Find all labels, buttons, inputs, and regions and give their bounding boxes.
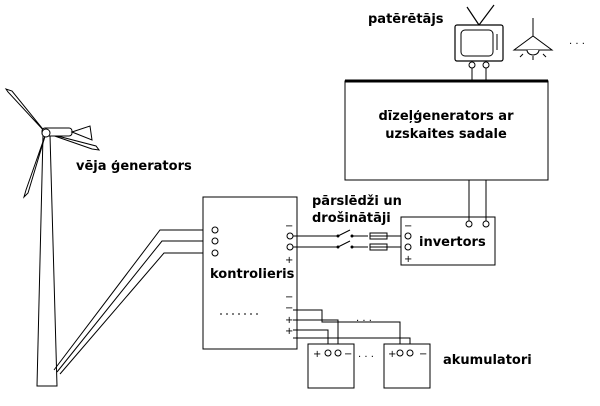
- inverter-plus-sign: +: [404, 254, 412, 265]
- controller-plus-sign-3: +: [285, 326, 293, 337]
- switches-fuses-label-line2: drošinātāji: [312, 211, 391, 226]
- controller-minus-sign-2: −: [285, 292, 293, 303]
- inverter-label: invertors: [419, 235, 486, 250]
- more-consumers-ellipsis: · · ·: [569, 39, 585, 50]
- controller-label: kontrolieris: [210, 267, 295, 282]
- controller-plus-sign-1: +: [285, 255, 293, 266]
- fuse-icon: [369, 232, 405, 251]
- inverter-box: [400, 216, 496, 266]
- controller-plus-sign-2: +: [285, 315, 293, 326]
- diesel-generator-label-line2: uzskaites sadale: [385, 127, 507, 142]
- more-batteries-ellipsis: · · ·: [358, 352, 374, 363]
- wind-turbine-icon: [4, 88, 101, 387]
- turbine-cables: [53, 229, 212, 375]
- controller-box: [202, 196, 298, 350]
- controller-minus-sign-3: −: [285, 303, 293, 314]
- lamp-icon: [512, 18, 554, 60]
- consumer-label: patērētājs: [368, 12, 444, 27]
- wind-generator-label: vēja ģenerators: [76, 159, 192, 174]
- battery1-minus-sign: −: [344, 349, 352, 360]
- tv-icon: [454, 4, 504, 62]
- battery2-plus-sign: +: [388, 349, 396, 360]
- battery2-minus-sign: −: [419, 349, 427, 360]
- battery-icon: [293, 309, 431, 389]
- battery1-plus-sign: +: [313, 349, 321, 360]
- controller-minus-sign-1: −: [285, 221, 293, 232]
- diesel-generator-label-line1: dīzeļģenerators ar: [379, 109, 515, 124]
- switch-icon: [293, 229, 368, 249]
- inverter-minus-sign: −: [404, 221, 412, 232]
- consumer-cables: [468, 61, 490, 81]
- diesel-generator-box: [344, 79, 549, 181]
- battery-wire-ellipsis: · · ·: [356, 316, 372, 327]
- switches-fuses-label-line1: pārslēdži un: [312, 194, 402, 209]
- batteries-label: akumulatori: [443, 353, 532, 368]
